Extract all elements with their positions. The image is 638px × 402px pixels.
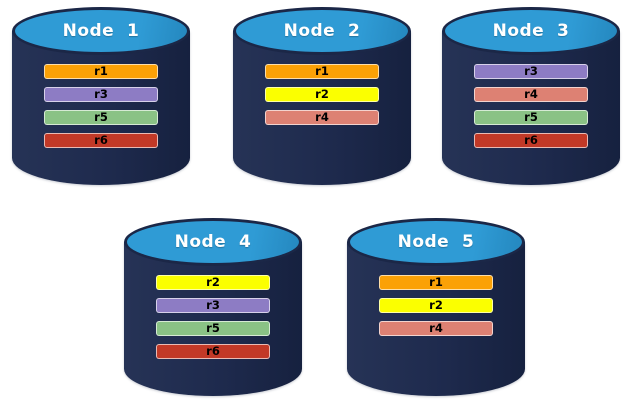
replica-label: r1 xyxy=(429,274,443,289)
replica-label: r4 xyxy=(315,109,329,124)
replica-list: r1 r3 r5 r6 xyxy=(44,64,158,148)
cylinder-body xyxy=(233,31,411,185)
replica-list: r1 r2 r4 xyxy=(379,275,493,336)
replica-bar: r6 xyxy=(156,344,270,359)
database-node: Node 3 r3 r4 r5 r6 xyxy=(442,7,620,185)
node-title: Node 2 xyxy=(283,21,361,41)
replica-bar: r3 xyxy=(156,298,270,313)
replica-label: r4 xyxy=(524,86,538,101)
replica-label: r5 xyxy=(524,109,538,124)
replica-bar: r4 xyxy=(265,110,379,125)
replica-label: r3 xyxy=(94,86,108,101)
cylinder-body xyxy=(124,242,302,396)
replica-bar: r6 xyxy=(474,133,588,148)
replica-bar: r2 xyxy=(156,275,270,290)
replica-bar: r3 xyxy=(474,64,588,79)
node-title: Node 4 xyxy=(174,232,252,252)
replica-bar: r6 xyxy=(44,133,158,148)
cylinder-body xyxy=(442,31,620,185)
cylinder-top-ellipse: Node 2 xyxy=(233,7,411,55)
cylinder-body xyxy=(12,31,190,185)
replica-label: r2 xyxy=(429,297,443,312)
replica-bar: r1 xyxy=(265,64,379,79)
replica-bar: r1 xyxy=(379,275,493,290)
replica-bar: r5 xyxy=(156,321,270,336)
replica-label: r4 xyxy=(429,320,443,335)
replica-bar: r4 xyxy=(474,87,588,102)
replica-bar: r3 xyxy=(44,87,158,102)
replica-label: r1 xyxy=(94,63,108,78)
replica-label: r3 xyxy=(206,297,220,312)
replica-label: r6 xyxy=(524,132,538,147)
node-title: Node 3 xyxy=(492,21,570,41)
replica-bar: r5 xyxy=(474,110,588,125)
node-title: Node 1 xyxy=(62,21,140,41)
replica-label: r6 xyxy=(206,343,220,358)
replica-list: r2 r3 r5 r6 xyxy=(156,275,270,359)
replica-list: r1 r2 r4 xyxy=(265,64,379,125)
replica-label: r5 xyxy=(94,109,108,124)
replica-label: r1 xyxy=(315,63,329,78)
database-node: Node 5 r1 r2 r4 xyxy=(347,218,525,396)
replica-label: r3 xyxy=(524,63,538,78)
node-title: Node 5 xyxy=(397,232,475,252)
replica-label: r6 xyxy=(94,132,108,147)
replica-bar: r2 xyxy=(265,87,379,102)
replica-label: r5 xyxy=(206,320,220,335)
cylinder-top-ellipse: Node 1 xyxy=(12,7,190,55)
replica-bar: r2 xyxy=(379,298,493,313)
cylinder-top-ellipse: Node 5 xyxy=(347,218,525,266)
database-node: Node 1 r1 r3 r5 r6 xyxy=(12,7,190,185)
cylinder-top-ellipse: Node 4 xyxy=(124,218,302,266)
replica-list: r3 r4 r5 r6 xyxy=(474,64,588,148)
replica-bar: r1 xyxy=(44,64,158,79)
replica-bar: r5 xyxy=(44,110,158,125)
replica-label: r2 xyxy=(206,274,220,289)
database-node: Node 4 r2 r3 r5 r6 xyxy=(124,218,302,396)
database-node: Node 2 r1 r2 r4 xyxy=(233,7,411,185)
cylinder-top-ellipse: Node 3 xyxy=(442,7,620,55)
replica-label: r2 xyxy=(315,86,329,101)
replica-bar: r4 xyxy=(379,321,493,336)
cylinder-body xyxy=(347,242,525,396)
